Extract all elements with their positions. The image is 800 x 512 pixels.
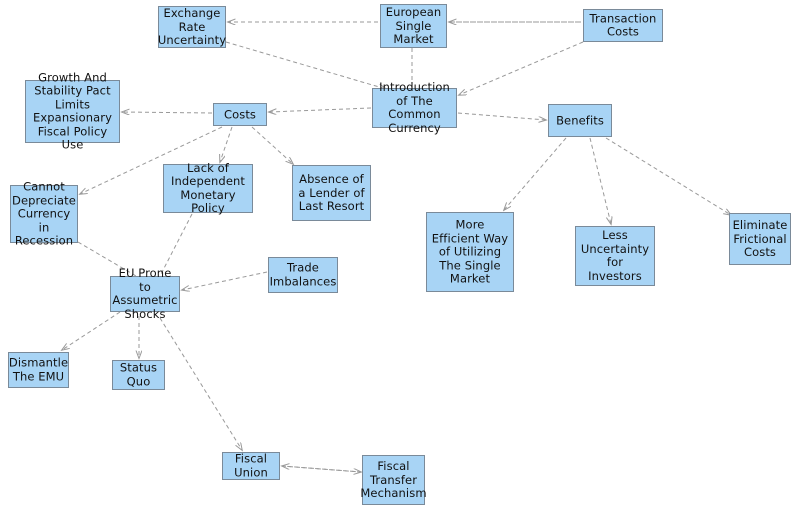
node-label-less_uncertainty_investors: Less Uncertainty for Investors	[580, 228, 650, 283]
edge-fiscal_transfer_mechanism-to-fiscal_union	[282, 466, 362, 473]
edge-benefits-to-less_uncertainty_investors	[589, 137, 611, 224]
node-label-lack_independent_monetary_policy: Lack of Independent Monetary Policy	[171, 160, 245, 215]
node-label-fiscal_transfer_mechanism: Fiscal Transfer Mechanism	[360, 458, 427, 500]
node-label-european_single_market: European Single Market	[385, 4, 442, 46]
edge-benefits-to-eliminate_frictional_costs	[605, 137, 731, 215]
node-label-costs: Costs	[223, 106, 257, 121]
node-label-status_quo: Status Quo	[119, 360, 158, 388]
node-european_single_market[interactable]: European Single Market	[380, 4, 447, 48]
node-label-absence_lender_last_resort: Absence of a Lender of Last Resort	[298, 171, 365, 213]
node-exchange_rate_uncertainty[interactable]: Exchange Rate Uncertainty	[158, 6, 226, 48]
edge-benefits-to-more_efficient_single_market	[504, 137, 567, 210]
node-transaction_costs[interactable]: Transaction Costs	[583, 9, 663, 42]
edge-costs-to-lack_independent_monetary_policy	[220, 126, 233, 162]
edge-introduction_common_currency-to-benefits	[457, 112, 546, 120]
node-label-more_efficient_single_market: More Efficient Way of Utilizing The Sing…	[431, 217, 509, 286]
node-label-transaction_costs: Transaction Costs	[589, 11, 657, 39]
edge-trade_imbalances-to-eu_prone_asymmetric_shocks	[182, 271, 268, 290]
edge-introduction_common_currency-to-costs	[269, 107, 372, 112]
node-eu_prone_asymmetric_shocks[interactable]: EU Prone to Assumetric Shocks	[110, 266, 180, 320]
edge-eu_prone_asymmetric_shocks-to-fiscal_union	[159, 317, 242, 450]
node-label-growth_stability_pact: Growth And Stability Pact Limits Expansi…	[33, 70, 112, 152]
edge-eu_prone_asymmetric_shocks-to-dismantle_the_emu	[62, 311, 121, 350]
node-lack_independent_monetary_policy[interactable]: Lack of Independent Monetary Policy	[163, 160, 253, 215]
edge-costs-to-absence_lender_last_resort	[251, 126, 293, 164]
node-less_uncertainty_investors[interactable]: Less Uncertainty for Investors	[575, 226, 655, 286]
node-label-dismantle_the_emu: Dismantle The EMU	[8, 355, 69, 383]
node-benefits[interactable]: Benefits	[548, 104, 612, 137]
edge-exchange_rate_uncertainty-to-introduction_common_currency	[225, 41, 386, 89]
node-more_efficient_single_market[interactable]: More Efficient Way of Utilizing The Sing…	[426, 212, 514, 292]
edge-transaction_costs-to-introduction_common_currency	[459, 41, 584, 95]
node-label-benefits: Benefits	[556, 112, 604, 127]
node-fiscal_union[interactable]: Fiscal Union	[222, 452, 280, 480]
node-label-cannot_depreciate_currency: Cannot Depreciate Currency in Recession	[12, 179, 76, 248]
node-label-trade_imbalances: Trade Imbalances	[269, 260, 337, 288]
node-costs[interactable]: Costs	[213, 103, 267, 126]
node-label-eliminate_frictional_costs: Eliminate Frictional Costs	[732, 217, 788, 259]
edge-fiscal_union-to-fiscal_transfer_mechanism	[281, 465, 361, 472]
node-growth_stability_pact[interactable]: Growth And Stability Pact Limits Expansi…	[25, 70, 120, 151]
node-label-fiscal_union: Fiscal Union	[234, 451, 268, 479]
node-absence_lender_last_resort[interactable]: Absence of a Lender of Last Resort	[292, 165, 371, 221]
node-trade_imbalances[interactable]: Trade Imbalances	[268, 257, 338, 293]
node-cannot_depreciate_currency[interactable]: Cannot Depreciate Currency in Recession	[10, 180, 78, 247]
node-eliminate_frictional_costs[interactable]: Eliminate Frictional Costs	[729, 213, 791, 265]
node-label-introduction_common_currency: Introduction of The Common Currency	[379, 80, 450, 135]
node-label-eu_prone_asymmetric_shocks: EU Prone to Assumetric Shocks	[112, 266, 178, 321]
edge-costs-to-growth_stability_pact	[122, 112, 213, 113]
node-dismantle_the_emu[interactable]: Dismantle The EMU	[8, 352, 69, 388]
node-introduction_common_currency[interactable]: Introduction of The Common Currency	[372, 80, 457, 134]
node-status_quo[interactable]: Status Quo	[112, 360, 165, 390]
node-label-exchange_rate_uncertainty: Exchange Rate Uncertainty	[157, 5, 227, 47]
node-fiscal_transfer_mechanism[interactable]: Fiscal Transfer Mechanism	[360, 455, 427, 505]
